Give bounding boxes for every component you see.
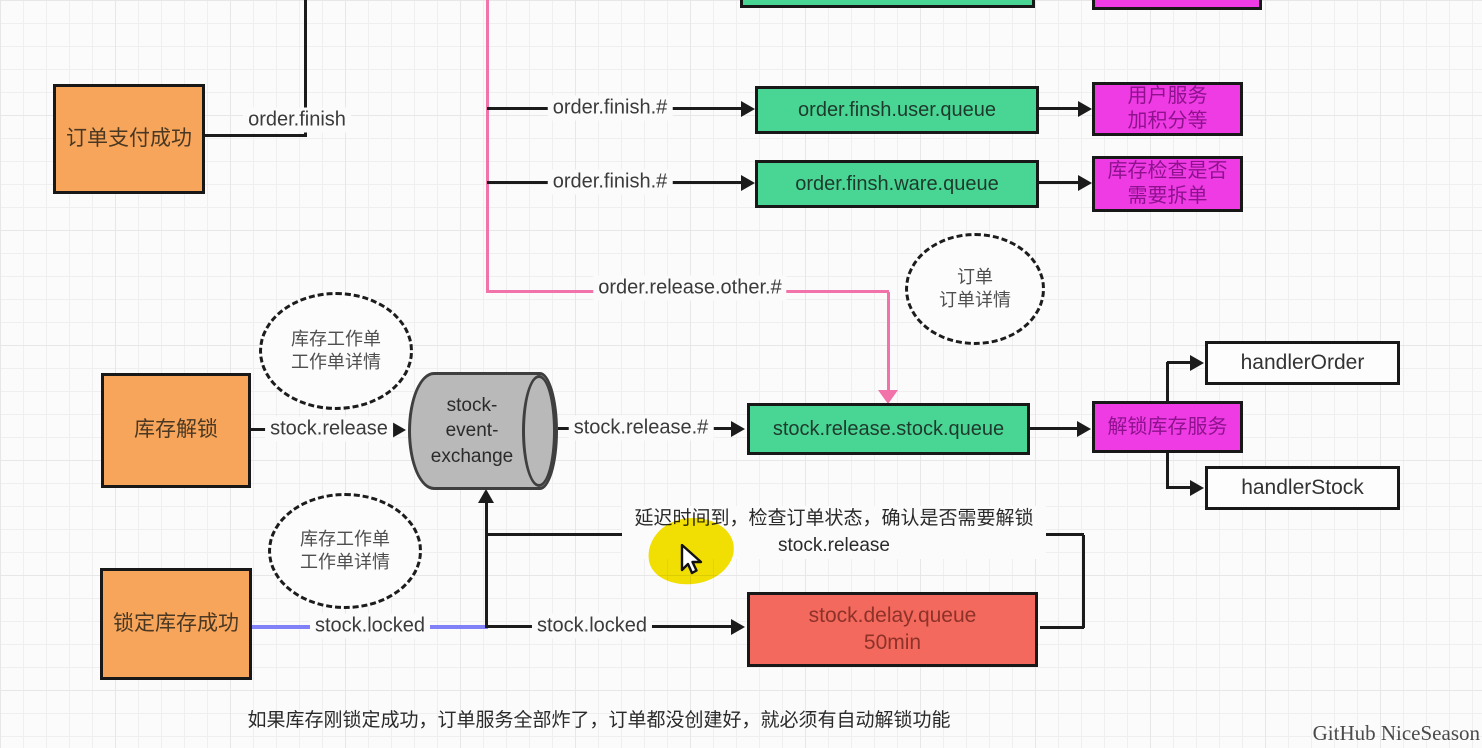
edge-label-order-finish: order.finish xyxy=(243,107,351,133)
node-order-finish-ware-queue[interactable]: order.finsh.ware.queue xyxy=(755,160,1039,208)
edge-junction-vertical xyxy=(484,497,488,628)
arrow-order-release-down-icon xyxy=(878,390,898,404)
edge-queue-to-unlock-service xyxy=(1030,427,1080,430)
node-order-finish-user-queue[interactable]: order.finsh.user.queue xyxy=(755,86,1039,134)
edge-to-handler-stock xyxy=(1167,486,1193,489)
node-stock-unlock[interactable]: 库存解锁 xyxy=(101,373,251,488)
arrow-to-handler-stock-icon xyxy=(1190,479,1204,496)
watermark: GitHub NiceSeason xyxy=(1312,721,1480,745)
edge-ware-queue-to-service xyxy=(1039,181,1081,184)
node-unlock-stock-service[interactable]: 解锁库存服务 xyxy=(1092,401,1243,453)
node-handler-order[interactable]: handlerOrder xyxy=(1205,341,1400,385)
node-work-order-ellipse-top[interactable]: 库存工作单 工作单详情 xyxy=(259,292,413,410)
edge-label-order-finish-hash-1: order.finish.# xyxy=(547,95,673,121)
edge-label-stock-locked-1: stock.locked xyxy=(309,613,431,639)
arrow-to-unlock-service-icon xyxy=(1077,420,1091,437)
delay-check-note-line1: 延迟时间到，检查订单状态，确认是否需要解锁 xyxy=(634,508,1034,529)
node-stock-release-queue[interactable]: stock.release.stock.queue xyxy=(747,403,1030,455)
arrow-into-exchange-icon xyxy=(392,421,406,438)
arrow-to-handler-order-icon xyxy=(1190,354,1204,371)
node-work-order-ellipse-bottom[interactable]: 库存工作单 工作单详情 xyxy=(268,493,422,609)
edge-label-stock-release-in: stock.release xyxy=(265,416,393,442)
node-user-service[interactable]: 用户服务 加积分等 xyxy=(1092,82,1243,136)
node-order-paid[interactable]: 订单支付成功 xyxy=(53,84,205,194)
node-stock-delay-queue[interactable]: stock.delay.queue 50min xyxy=(747,592,1038,667)
edge-order-release-vertical xyxy=(485,0,489,293)
edge-delay-loop-right xyxy=(1081,535,1085,628)
node-top-service-partial[interactable] xyxy=(1092,0,1262,10)
arrow-to-ware-check-icon xyxy=(1078,174,1092,191)
edge-delay-loop-bottom xyxy=(1040,626,1084,629)
node-order-detail-ellipse[interactable]: 订单 订单详情 xyxy=(905,233,1045,345)
edge-order-release-drop xyxy=(886,292,890,392)
arrow-to-release-queue-icon xyxy=(731,420,745,437)
edge-label-order-release-other: order.release.other.# xyxy=(593,275,787,301)
edge-label-stock-locked-2: stock.locked xyxy=(531,613,653,639)
arrow-to-delay-queue-icon xyxy=(731,618,745,635)
arrow-into-exchange-bottom-icon xyxy=(478,489,494,503)
edge-label-order-finish-hash-2: order.finish.# xyxy=(547,169,673,195)
edge-unlock-to-handlers-up xyxy=(1165,362,1169,402)
arrow-to-ware-queue-icon xyxy=(741,174,755,191)
node-ware-check-service[interactable]: 库存检查是否 需要拆单 xyxy=(1092,156,1243,212)
edge-order-finish-horizontal xyxy=(205,134,307,137)
edge-unlock-to-handlers-down xyxy=(1165,452,1169,489)
edge-order-finish-vertical xyxy=(304,0,307,137)
node-top-queue-partial[interactable] xyxy=(740,0,1035,8)
exchange-cylinder-rim xyxy=(522,375,556,487)
arrow-to-user-queue-icon xyxy=(741,100,755,117)
edge-to-handler-order xyxy=(1167,361,1193,364)
node-handler-stock[interactable]: handlerStock xyxy=(1205,466,1400,510)
edge-user-queue-to-service xyxy=(1039,107,1081,110)
bottom-note: 如果库存刚锁定成功，订单服务全部炸了，订单都没创建好，就必须有自动解锁功能 xyxy=(247,710,951,731)
edge-label-stock-release-hash: stock.release.# xyxy=(568,415,714,441)
node-lock-success[interactable]: 锁定库存成功 xyxy=(100,568,252,680)
arrow-to-user-service-icon xyxy=(1078,100,1092,117)
delay-check-note-line2: stock.release xyxy=(778,534,890,556)
mouse-cursor-icon xyxy=(680,544,703,575)
